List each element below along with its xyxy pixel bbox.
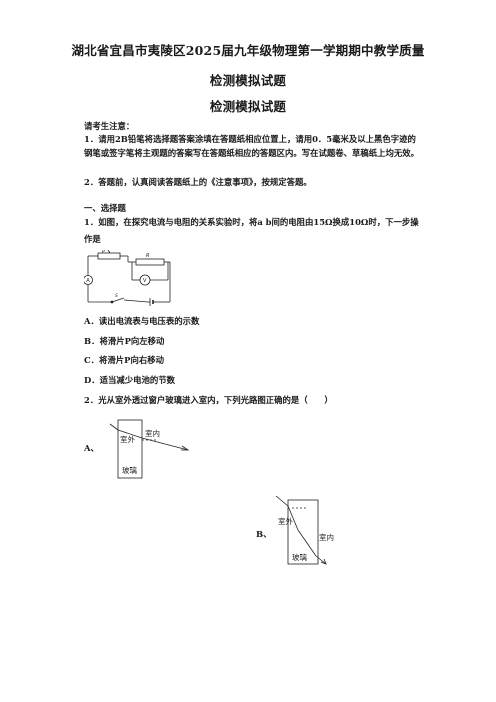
glass-block-b [287,499,319,565]
label-p: P [102,250,105,255]
label-r: R [146,253,149,259]
q2-option-b-diagram: 室外 室内 玻璃 [275,495,334,565]
label-outside-b: 室外 [278,516,293,526]
glass-block-a [117,419,143,479]
ammeter-symbol [84,275,93,285]
question-1-stem: 1．如图，在探究电流与电阻的关系实验时，将a b间的电阻由15Ω换成10Ω时，下… [84,217,419,244]
notice-item-2: 2．答题前，认真阅读答题纸上的《注意事项》，按规定答题。 [84,177,312,187]
q2-option-b-letter: B、 [256,529,272,539]
q2-option-a-letter: A、 [84,443,99,453]
q1-option-b: B．将滑片P向左移动 [84,336,165,346]
label-outside-a: 室外 [120,434,135,444]
exam-title-line3: 检测模拟试题 [209,99,287,114]
notice-heading: 请考生注意： [84,121,135,131]
q1-option-c: C．将滑片P向右移动 [84,355,164,365]
circuit-diagram: P R A V S [84,250,171,306]
exam-title-line2: 检测模拟试题 [209,73,287,88]
notice-item-1: 1．请用2B铅笔将选择题答案涂填在答题纸相应位置上，请用0．5毫米及以上黑色字迹… [84,134,419,158]
q1-option-d: D．适当减少电池的节数 [84,375,176,385]
label-v: V [143,278,147,284]
label-glass-a: 玻璃 [122,465,137,475]
section-heading-choice: 一、选择题 [84,203,126,213]
label-inside-b: 室内 [319,532,334,542]
label-a: A [86,278,90,284]
label-glass-b: 玻璃 [292,552,307,562]
q2-option-a-diagram: 室外 室内 玻璃 [109,419,190,479]
question-2-stem: 2．光从室外透过窗户玻璃进入室内，下列光路图正确的是（ ） [84,395,333,405]
exam-title-line1: 湖北省宜昌市夷陵区2025届九年级物理第一学期期中教学质量 [71,43,425,58]
resistor-symbol [135,258,165,266]
label-inside-a: 室内 [145,428,160,438]
label-s: S [115,293,118,299]
switch-symbol [111,297,125,303]
q1-option-a: A．读出电流表与电压表的示数 [84,316,200,326]
